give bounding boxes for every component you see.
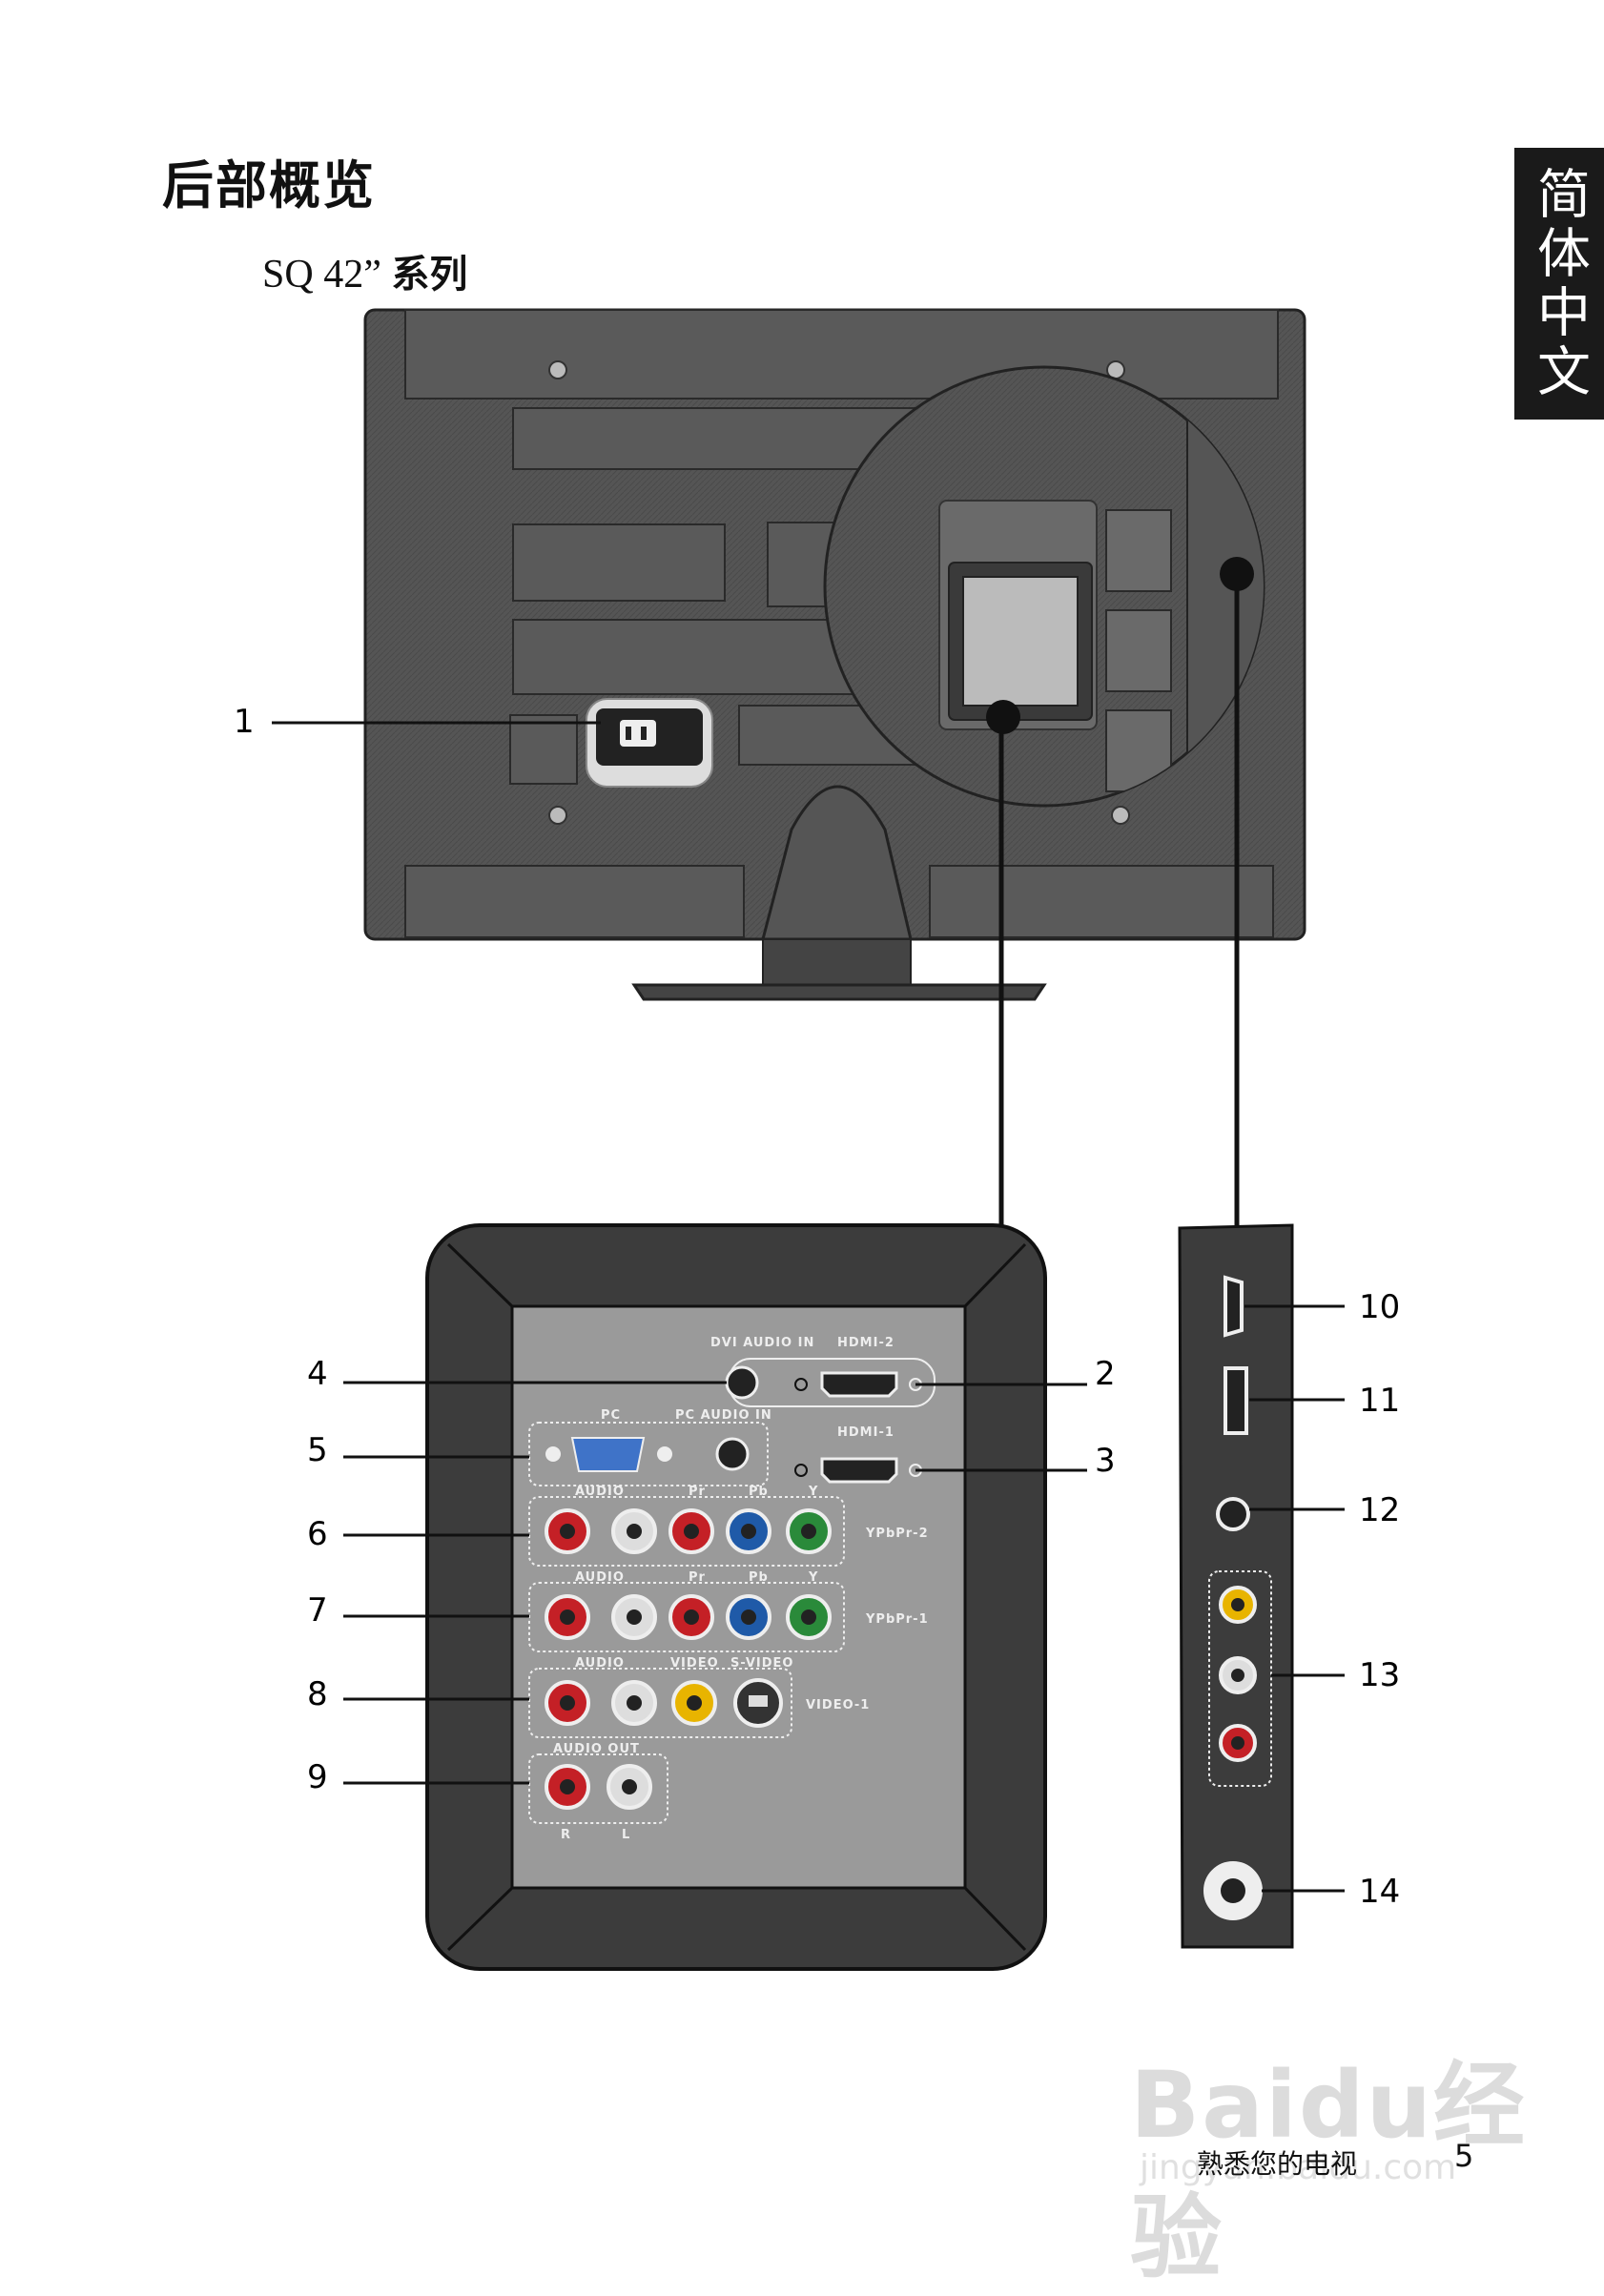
rear-io-panel: DVI AUDIO IN HDMI-2 PC PC AUDIO IN HDMI-… xyxy=(425,1223,1047,1971)
video1-jacks xyxy=(545,1678,783,1728)
label-ypbpr2: YPbPr-2 xyxy=(865,1527,929,1541)
headphone-jack xyxy=(1216,1497,1250,1531)
label-video: VIDEO xyxy=(670,1656,719,1671)
label-y-2: Y xyxy=(808,1485,818,1499)
callout-12: 12 xyxy=(1359,1491,1400,1529)
label-dvi-audio-in: DVI AUDIO IN xyxy=(710,1336,814,1350)
label-hdmi2: HDMI-2 xyxy=(837,1336,895,1350)
label-audio-1: AUDIO xyxy=(575,1570,625,1585)
label-audio-2: AUDIO xyxy=(575,1485,625,1499)
language-tab[interactable]: 简体中文 xyxy=(1514,148,1604,420)
callout-8: 8 xyxy=(307,1675,328,1713)
label-r: R xyxy=(561,1828,571,1842)
pc-audio-jack xyxy=(715,1437,750,1471)
label-l: L xyxy=(622,1828,630,1842)
model-suffix: 系列 xyxy=(391,253,468,297)
callout-1: 1 xyxy=(234,703,255,741)
callout-lines xyxy=(343,1304,1345,1893)
callout-10: 10 xyxy=(1359,1288,1400,1326)
label-audio-out: AUDIO OUT xyxy=(553,1742,640,1756)
callout-9: 9 xyxy=(307,1758,328,1796)
footer-text: 熟悉您的电视 xyxy=(1197,2148,1358,2180)
label-pb-1: Pb xyxy=(749,1570,769,1585)
callout-13: 13 xyxy=(1359,1656,1400,1694)
ypbpr2-jacks xyxy=(545,1508,832,1554)
label-audio-v: AUDIO xyxy=(575,1656,625,1671)
callout-6: 6 xyxy=(307,1515,328,1553)
usb-port xyxy=(1224,1366,1248,1435)
page-title: 后部概览 xyxy=(162,155,376,215)
vga-port xyxy=(570,1437,646,1472)
callout-7: 7 xyxy=(307,1591,328,1630)
watermark-sub: jingyan.baidu.com xyxy=(1140,2148,1457,2187)
ypbpr1-jacks xyxy=(545,1594,832,1640)
label-svideo: S-VIDEO xyxy=(730,1656,793,1671)
label-ypbpr1: YPbPr-1 xyxy=(865,1612,929,1627)
callout-14: 14 xyxy=(1359,1873,1400,1911)
label-pc: PC xyxy=(601,1408,621,1423)
label-pr-2: Pr xyxy=(689,1485,706,1499)
callout-11: 11 xyxy=(1359,1382,1400,1420)
side-io-panel xyxy=(1178,1223,1294,1949)
hdmi2-port xyxy=(820,1371,898,1398)
model-title: SQ 42” 系列 xyxy=(262,243,467,298)
label-video1: VIDEO-1 xyxy=(806,1698,870,1712)
model-prefix: SQ 42” xyxy=(262,253,381,297)
audio-out-jacks xyxy=(545,1764,652,1810)
dvi-audio-jack xyxy=(725,1365,759,1400)
label-pc-audio-in: PC AUDIO IN xyxy=(675,1408,772,1423)
label-hdmi1: HDMI-1 xyxy=(837,1425,895,1440)
side-hdmi-port xyxy=(1224,1275,1244,1338)
label-y-1: Y xyxy=(808,1570,818,1585)
label-pr-1: Pr xyxy=(689,1570,706,1585)
callout-2: 2 xyxy=(1095,1355,1116,1393)
hdmi1-port xyxy=(820,1457,898,1484)
callout-5: 5 xyxy=(307,1431,328,1469)
label-pb-2: Pb xyxy=(749,1485,769,1499)
callout-3: 3 xyxy=(1095,1442,1116,1480)
callout-4: 4 xyxy=(307,1355,328,1393)
page-number: 5 xyxy=(1454,2138,1474,2174)
